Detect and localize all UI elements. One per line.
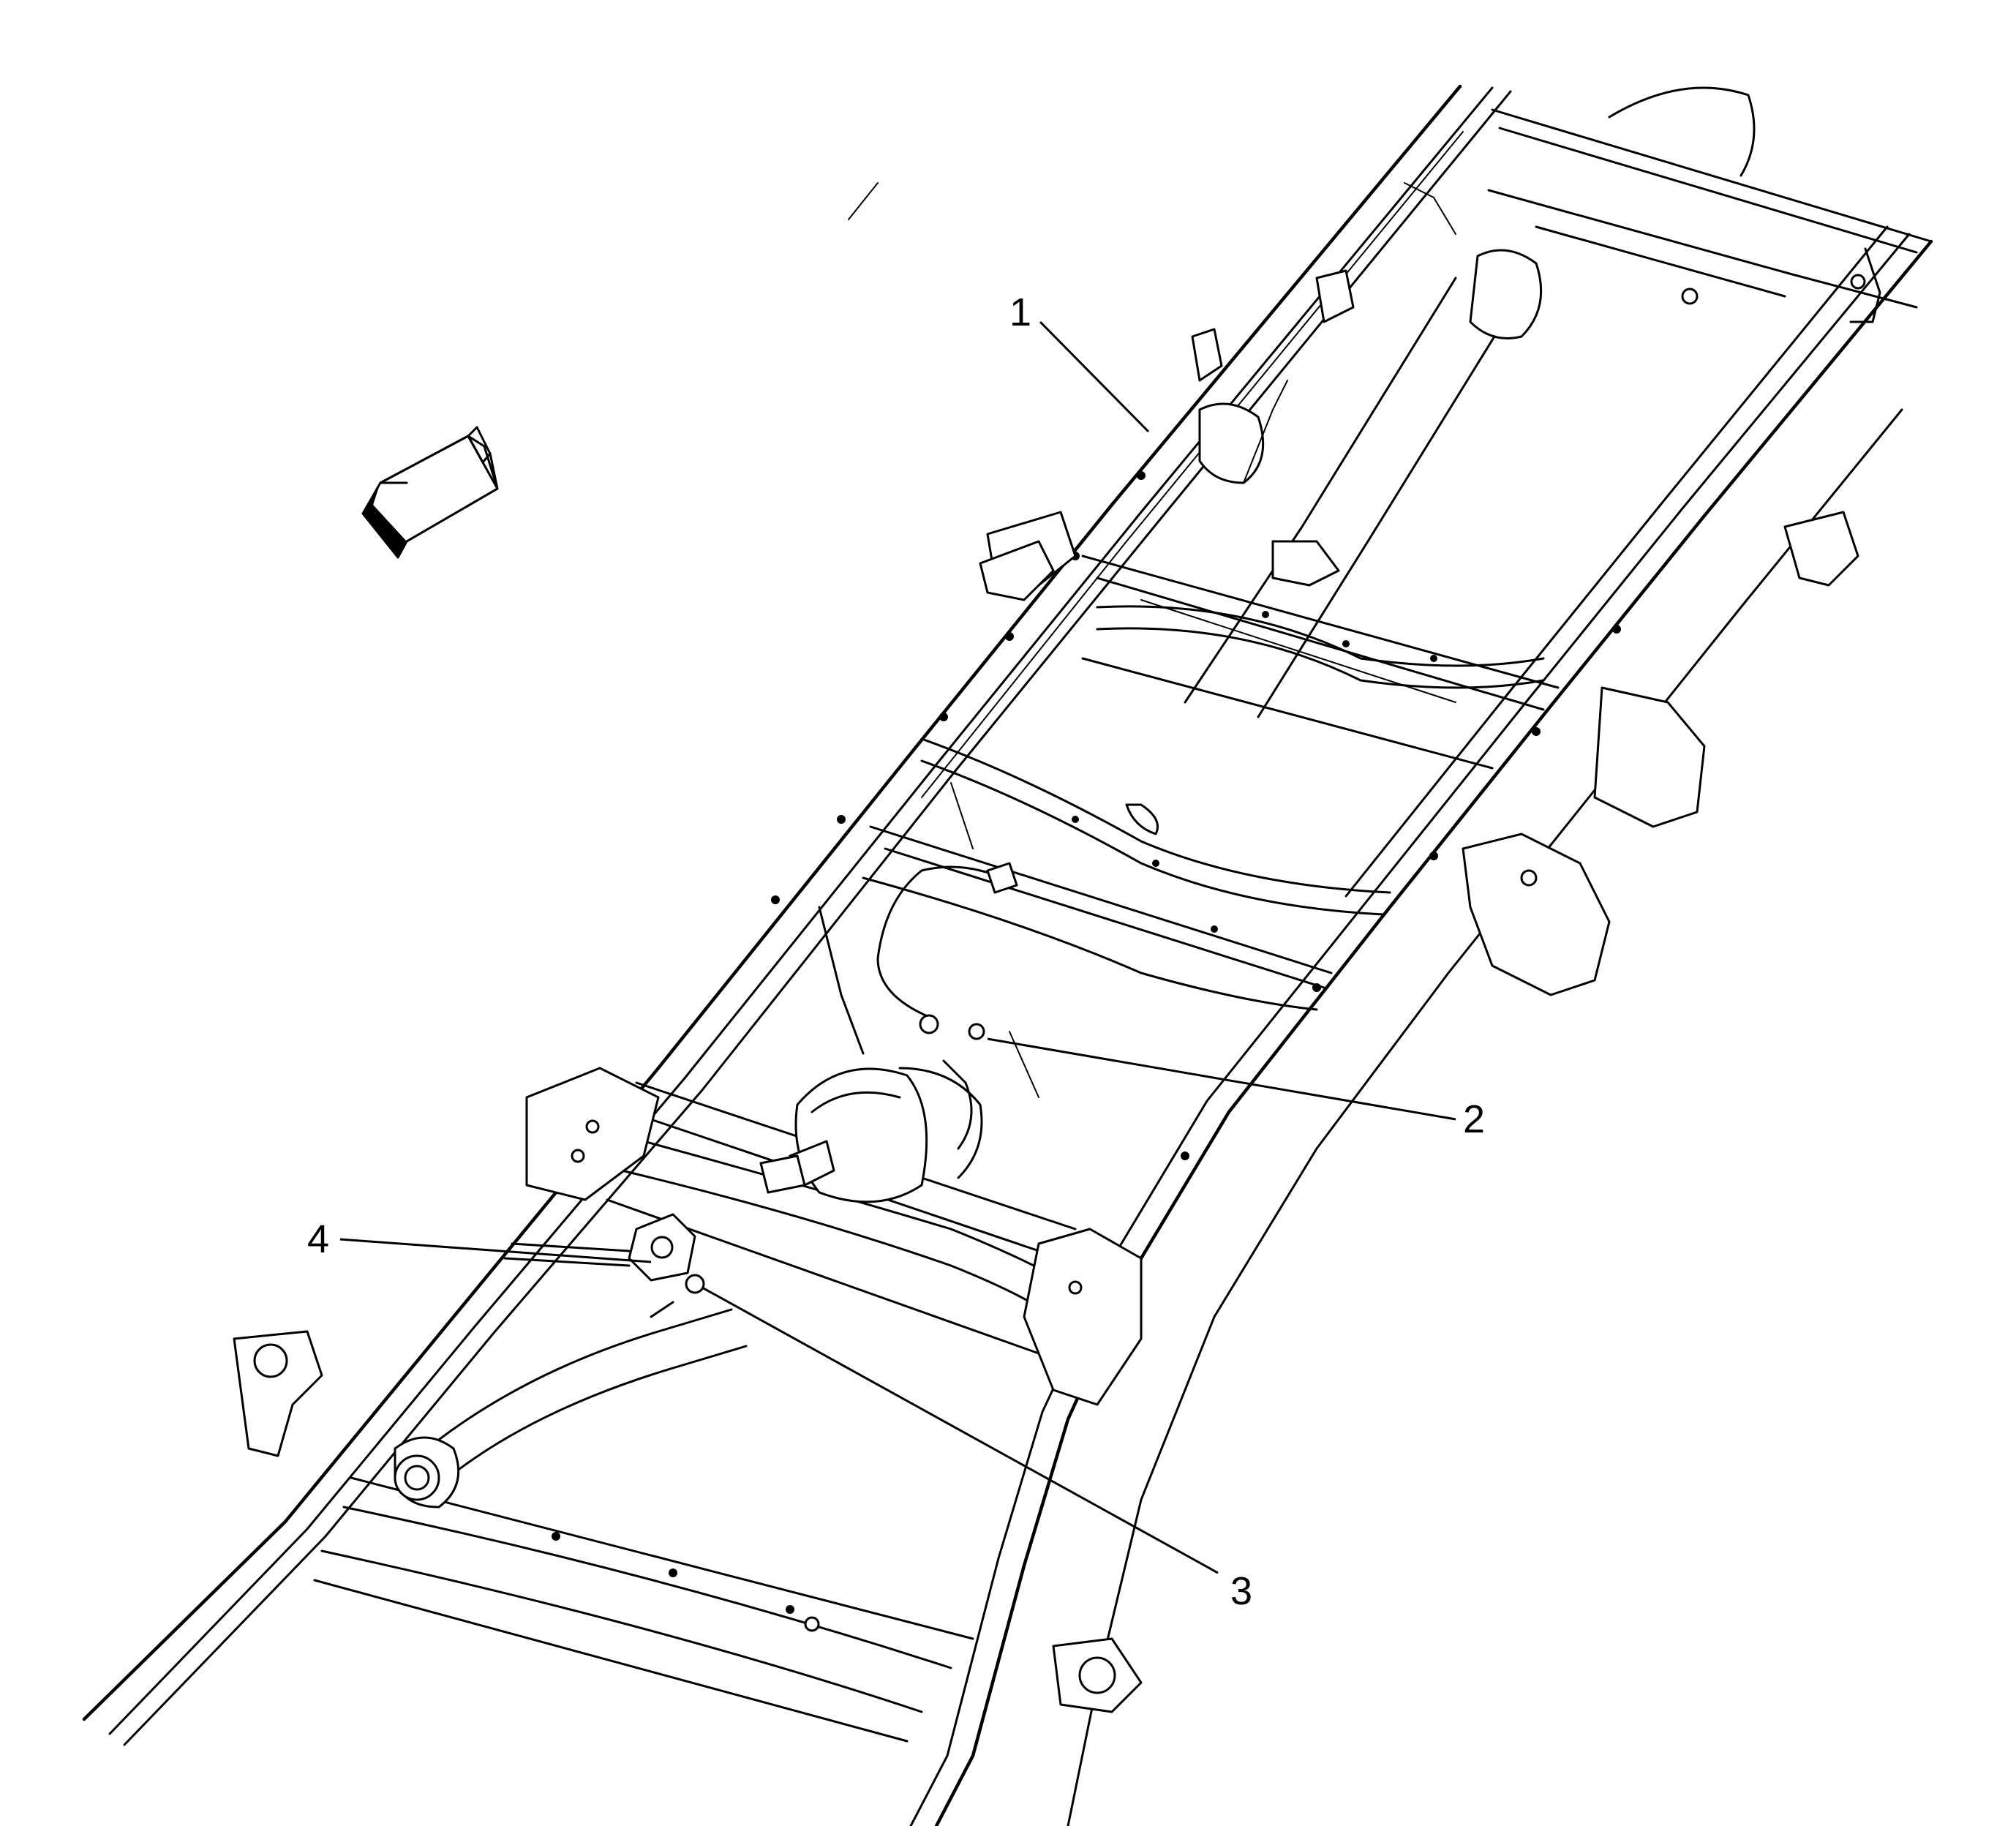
frame-detail-lines	[848, 182, 1456, 1098]
left-frame-rail	[82, 84, 1512, 1746]
callout-3: 3	[1230, 1569, 1252, 1613]
callout-4: 4	[307, 1217, 329, 1261]
height-sensor-assembly	[503, 1213, 705, 1318]
crossmember-3	[862, 737, 1391, 1011]
callout-1: 1	[1009, 290, 1031, 334]
control-arm	[394, 1308, 748, 1508]
crossmember-2	[1081, 555, 1560, 770]
leader-line-2	[987, 1037, 1456, 1121]
front-crossmember	[313, 1476, 974, 1743]
leader-line-3	[702, 1286, 1219, 1574]
leader-line-4	[339, 1238, 652, 1263]
rear-air-spring-assembly	[759, 1067, 983, 1203]
right-frame-rail	[909, 225, 1933, 1826]
callout-leaders	[339, 320, 1456, 1574]
callout-2: 2	[1463, 1097, 1485, 1141]
rear-axle-tube	[1184, 249, 1543, 718]
callout-labels: 1 2 3 4	[307, 290, 1485, 1613]
forward-direction-arrow-icon	[361, 426, 499, 559]
height-sensor-harness	[818, 862, 1018, 1150]
body-mount-brackets-right	[1023, 511, 1859, 1713]
leader-line-1	[1039, 320, 1150, 433]
rear-crossmember	[1487, 86, 1933, 323]
